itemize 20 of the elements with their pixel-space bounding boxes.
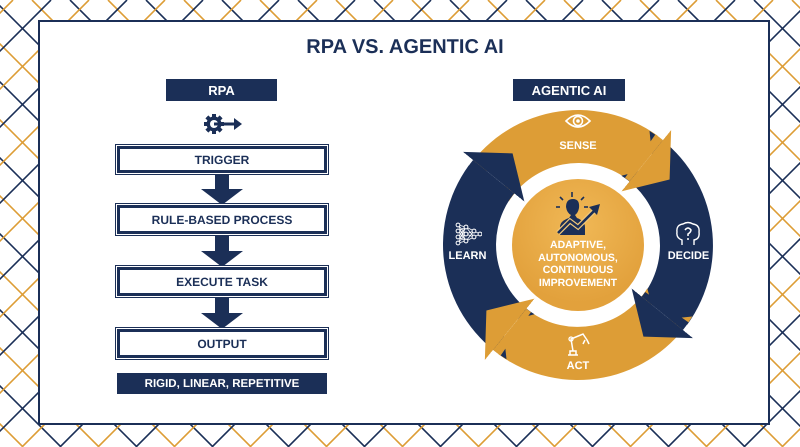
process-box: TRIGGER (117, 146, 327, 173)
header-band: RIGID, LINEAR, REPETITIVE (117, 373, 327, 394)
stage-label: SENSE (558, 140, 598, 152)
cycle-arrowhead (462, 152, 525, 202)
process-box: OUTPUT (117, 329, 327, 358)
header-band: AGENTIC AI (513, 79, 625, 101)
cycle-arrowhead (631, 288, 694, 338)
stage-label: LEARN (448, 250, 488, 262)
stage-label: ACT (566, 360, 590, 372)
header-band: RPA (166, 79, 277, 101)
process-box: RULE-BASED PROCESS (117, 205, 327, 234)
center-text: ADAPTIVE, AUTONOMOUS, CONTINUOUS IMPROVEMENT (537, 239, 619, 289)
flow-arrow (201, 296, 243, 329)
process-box: EXECUTE TASK (117, 267, 327, 296)
flow-arrow (201, 173, 243, 205)
cycle-arrowhead (622, 130, 671, 192)
cycle-arrowhead (485, 298, 534, 360)
title: RPA VS. AGENTIC AI (305, 36, 505, 59)
stage-label: DECIDE (666, 250, 710, 262)
flow-arrow (201, 234, 243, 267)
